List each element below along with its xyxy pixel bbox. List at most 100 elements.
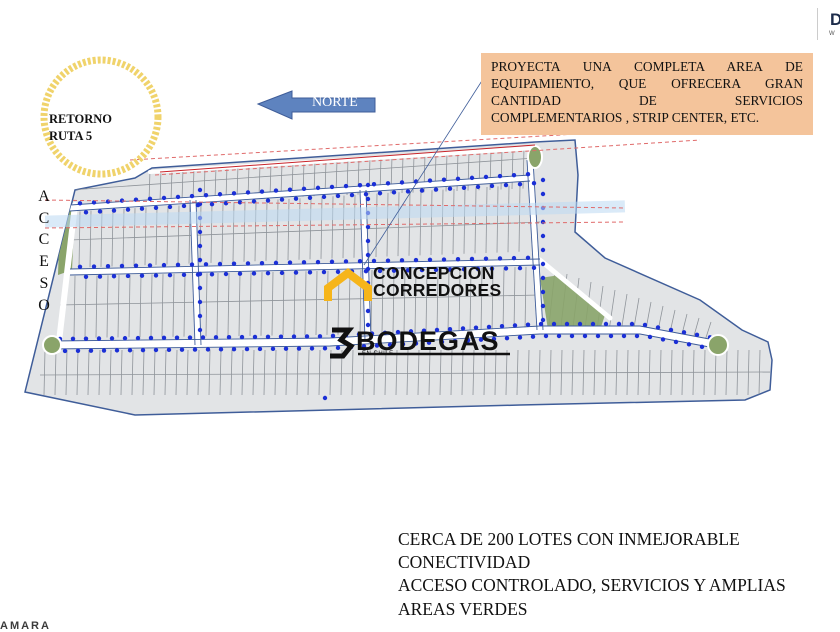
lot-marker-dot — [365, 252, 371, 258]
lot-divider — [406, 349, 409, 396]
lot-divider — [98, 349, 101, 396]
lot-marker-dot — [161, 335, 167, 341]
lot-marker-dot — [237, 200, 243, 205]
lot-marker-dot — [473, 325, 479, 330]
lot-marker-dot — [486, 324, 492, 330]
lot-marker-dot — [88, 348, 94, 353]
lot-divider — [249, 272, 252, 336]
lot-marker-dot — [668, 327, 674, 333]
lot-marker-dot — [181, 272, 187, 278]
lot-marker-dot — [504, 335, 510, 341]
lot-marker-dot — [223, 271, 229, 277]
lot-divider — [309, 197, 312, 260]
roundabout-north — [527, 145, 543, 169]
lot-marker-dot — [377, 268, 383, 274]
roundabout-east — [707, 334, 729, 356]
lot-marker-dot — [245, 261, 251, 266]
lot-divider — [571, 349, 574, 396]
lot-marker-dot — [192, 347, 198, 352]
lot-marker-dot — [279, 197, 285, 202]
lot-divider — [452, 188, 455, 255]
lot-marker-dot — [237, 271, 243, 276]
lot-divider — [298, 198, 301, 260]
lot-marker-dot — [77, 264, 83, 269]
lot-marker-dot — [83, 336, 89, 341]
lot-marker-dot — [365, 196, 371, 202]
lot-divider — [307, 349, 310, 396]
lot-divider — [560, 349, 563, 396]
lot-marker-dot — [694, 332, 700, 338]
lot-divider — [507, 185, 510, 253]
lot-divider — [150, 274, 153, 338]
lot-divider — [474, 187, 477, 254]
lot-divider — [417, 349, 420, 396]
lot-marker-dot — [399, 258, 405, 263]
lot-marker-dot — [273, 188, 279, 193]
lot-marker-dot — [387, 342, 393, 348]
bodegas-mark — [330, 327, 355, 359]
lot-marker-dot — [642, 322, 648, 328]
lot-divider — [494, 349, 497, 396]
lot-divider — [441, 189, 444, 255]
lot-divider — [518, 184, 521, 252]
lot-marker-dot — [540, 303, 546, 309]
lot-divider — [260, 272, 263, 336]
lot-divider — [524, 266, 527, 333]
lot-divider — [175, 349, 178, 396]
lot-marker-dot — [322, 395, 328, 401]
lot-divider — [472, 349, 475, 396]
lot-marker-dot — [304, 334, 310, 339]
lot-marker-dot — [330, 333, 336, 339]
lot-divider — [263, 349, 266, 396]
lot-marker-dot — [166, 347, 172, 353]
lot-marker-dot — [400, 341, 406, 347]
lot-marker-dot — [655, 325, 661, 330]
lot-divider — [516, 349, 519, 396]
lot-marker-dot — [244, 346, 250, 352]
lot-marker-dot — [511, 172, 517, 178]
lot-marker-dot — [621, 333, 627, 339]
lot-divider — [670, 349, 673, 396]
lot-marker-dot — [377, 191, 383, 196]
lot-marker-dot — [139, 206, 145, 211]
lot-marker-dot — [75, 348, 81, 353]
lot-divider — [362, 349, 365, 396]
lot-marker-dot — [161, 262, 167, 268]
lot-divider — [87, 349, 90, 396]
lot-marker-dot — [153, 273, 159, 278]
lot-marker-dot — [251, 271, 257, 276]
lot-marker-dot — [349, 192, 355, 198]
lot-marker-dot — [503, 182, 509, 188]
acceso-letter: A — [38, 188, 50, 205]
lot-divider — [604, 349, 607, 396]
lot-divider — [128, 274, 131, 338]
lot-divider — [353, 194, 356, 258]
lot-divider — [342, 195, 345, 259]
lot-marker-dot — [174, 335, 180, 340]
lot-marker-dot — [91, 200, 97, 205]
lot-divider — [43, 349, 46, 396]
lot-marker-dot — [97, 209, 103, 214]
bodegas-sub: EN CHILE — [362, 351, 394, 357]
lot-marker-dot — [217, 192, 223, 197]
lot-marker-dot — [540, 247, 546, 253]
lot-marker-dot — [239, 334, 245, 340]
lot-marker-dot — [231, 191, 237, 196]
lot-marker-dot — [291, 334, 297, 339]
lot-divider — [296, 349, 299, 396]
lot-marker-dot — [213, 335, 219, 340]
lot-divider — [549, 349, 552, 396]
lot-divider — [538, 349, 541, 396]
callout-line: EQUIPAMIENTO, QUE OFRECERA GRAN — [491, 76, 803, 91]
lot-divider — [439, 349, 442, 396]
lot-markers — [57, 172, 718, 401]
lot-marker-dot — [371, 182, 377, 187]
lot-divider — [461, 349, 464, 396]
lot-divider — [65, 349, 68, 396]
lot-divider — [450, 349, 453, 396]
lot-divider — [463, 188, 466, 254]
acceso-letter: C — [38, 231, 50, 249]
lot-marker-dot — [540, 275, 546, 281]
lot-marker-dot — [83, 274, 89, 279]
equipamiento-callout: PROYECTA UNA COMPLETA AREA DE EQUIPAMIEN… — [481, 53, 813, 135]
